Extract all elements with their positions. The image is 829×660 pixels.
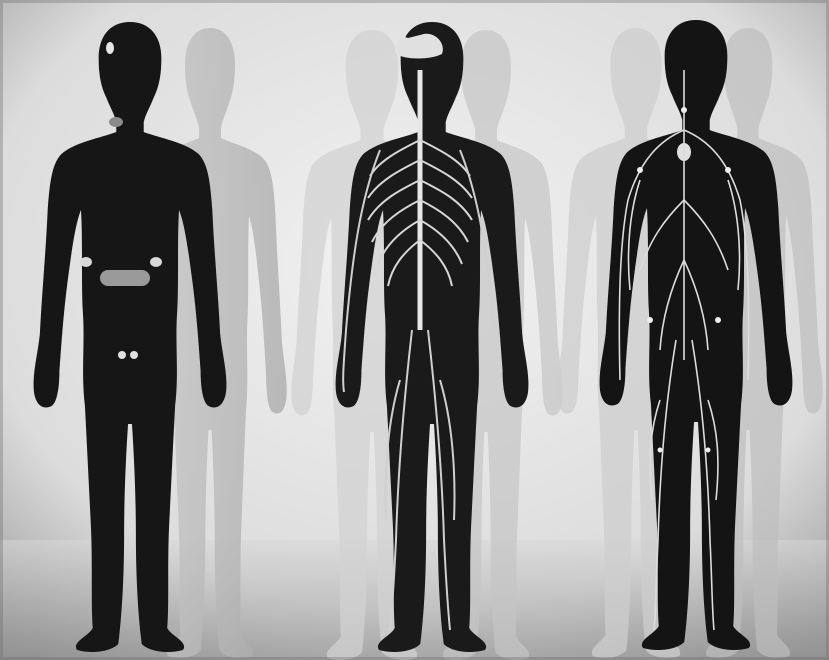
- gonad-left: [118, 351, 126, 359]
- gonad-right: [130, 351, 138, 359]
- thyroid-gland: [109, 117, 123, 127]
- adrenal-left: [80, 257, 92, 267]
- pituitary-gland: [106, 42, 114, 54]
- adrenal-right: [150, 257, 162, 267]
- brain: [395, 34, 443, 59]
- pancreas: [100, 270, 150, 286]
